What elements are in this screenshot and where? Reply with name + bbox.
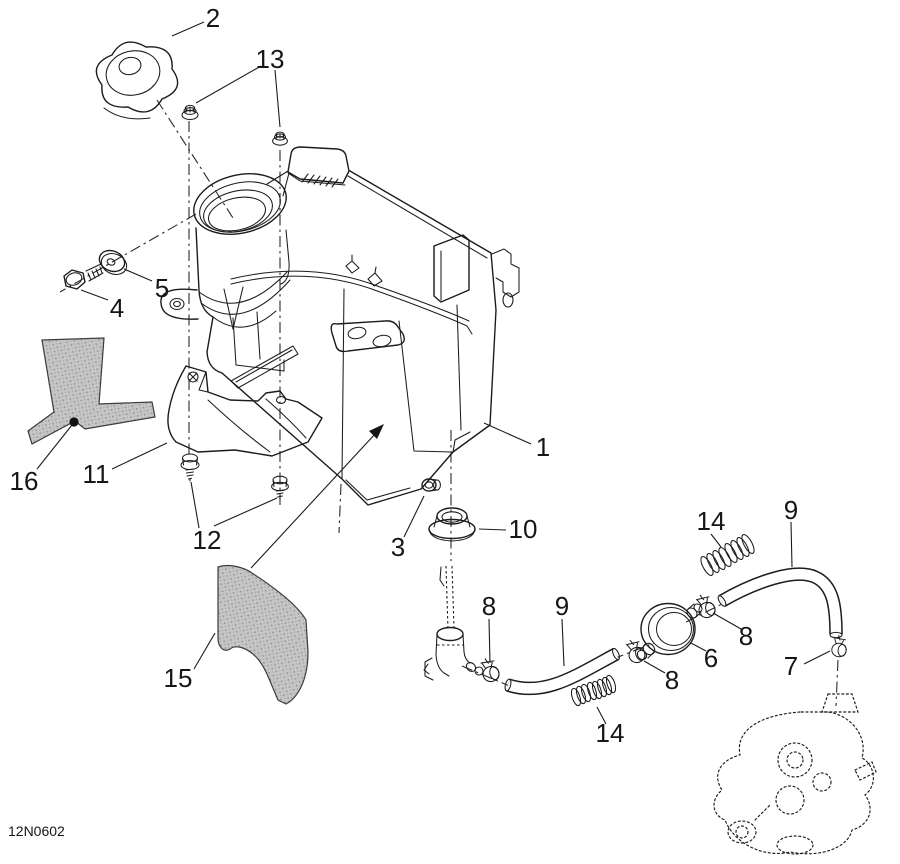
pan-head-screws (180, 453, 289, 501)
screw-right (271, 475, 289, 501)
inline-filter (636, 602, 703, 661)
assembly-centerlines (59, 99, 839, 707)
callout-14-top: 14 (697, 506, 726, 536)
mounting-bracket (167, 365, 323, 457)
oil-hose-right (717, 567, 843, 639)
screw-left (180, 453, 200, 482)
callout-4: 4 (110, 293, 124, 323)
tank-right-clips (491, 248, 520, 308)
callout-10: 10 (509, 514, 538, 544)
tank-rear-plate (433, 234, 470, 303)
callout-8-bottom: 8 (665, 665, 679, 695)
spring-top (700, 534, 755, 576)
flange-nut-right (272, 131, 288, 146)
hose-clamp-pump (830, 634, 849, 658)
callout-5: 5 (155, 273, 169, 303)
callout-7: 7 (784, 651, 798, 681)
tank-front-flange (330, 320, 405, 353)
callout-2: 2 (206, 3, 220, 33)
leader-lines (36, 21, 831, 725)
tank-top-boss (287, 146, 350, 188)
filler-cap (95, 41, 179, 120)
callout-8-pickup: 8 (482, 591, 496, 621)
drawing-code: 12N0602 (8, 823, 65, 839)
placement-arrow (250, 424, 384, 569)
callout-11: 11 (83, 459, 110, 489)
callout-3: 3 (391, 532, 405, 562)
callout-9-right: 9 (784, 495, 798, 525)
spring-bottom (570, 674, 617, 707)
callout-1: 1 (536, 432, 550, 462)
grommet (428, 507, 476, 542)
lock-nut (421, 478, 441, 492)
flange-nut-left (181, 104, 199, 121)
callout-9-left: 9 (555, 591, 569, 621)
callout-13: 13 (256, 44, 285, 74)
callout-labels: 2 13 5 4 1 16 11 12 3 10 15 8 9 14 9 8 6… (10, 3, 799, 748)
callout-16: 16 (10, 466, 39, 496)
foam-pad-upper (27, 337, 156, 445)
callout-12: 12 (193, 525, 222, 555)
pickup-fitting (423, 565, 484, 681)
callout-15: 15 (164, 663, 193, 693)
foam-pad-lower (217, 564, 309, 705)
cap-flange-nuts (181, 104, 288, 146)
callout-8-right: 8 (739, 621, 753, 651)
callout-6: 6 (704, 643, 718, 673)
engine-phantom (713, 693, 877, 855)
filler-neck (193, 170, 291, 330)
hex-bolt (63, 263, 104, 290)
locator-dot (69, 417, 79, 427)
oil-hose-left (504, 647, 620, 696)
callout-14-bottom: 14 (596, 718, 625, 748)
oil-tank-body (160, 146, 520, 506)
washer (98, 249, 128, 275)
tank-mounting-ear (160, 288, 199, 320)
